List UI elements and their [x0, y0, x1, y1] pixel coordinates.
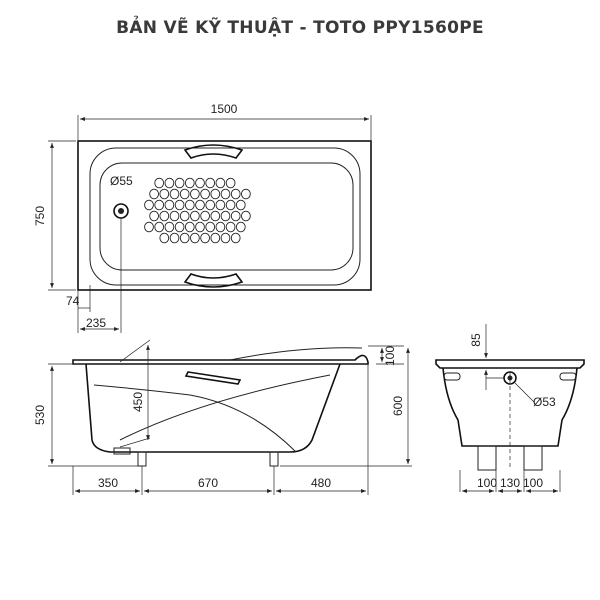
page-title: BẢN VẼ KỸ THUẬT - TOTO PPY1560PE: [116, 18, 484, 38]
end-foot-left: [477, 445, 497, 471]
anti-slip-dot: [210, 210, 221, 222]
drain-inner: [118, 208, 124, 214]
dim-rim-to-drain-label: 85: [469, 333, 483, 347]
anti-slip-dot: [144, 221, 154, 233]
anti-slip-dot: [205, 199, 216, 211]
anti-slip-dot: [225, 177, 236, 189]
anti-slip-dot: [179, 188, 190, 200]
anti-slip-dot: [200, 232, 210, 244]
anti-slip-dot: [220, 210, 231, 222]
anti-slip-dot: [215, 177, 226, 189]
end-view: 85 Ø53 100 130 100: [435, 324, 585, 493]
dim-foot-left-label: 100: [477, 476, 497, 490]
anti-slip-dot: [159, 232, 170, 244]
tub-basin: [99, 162, 354, 271]
drain-outlet: [113, 447, 131, 455]
dim-length-label: 1500: [211, 102, 238, 116]
anti-slip-dot: [205, 221, 216, 233]
anti-slip-dot: [174, 177, 185, 189]
dim-foot-mid-label: 130: [500, 476, 520, 490]
anti-slip-dot: [241, 210, 251, 222]
anti-slip-dot: [225, 199, 236, 211]
anti-slip-dot: [169, 188, 180, 200]
anti-slip-dot: [190, 232, 200, 244]
anti-slip-dot: [210, 232, 221, 244]
dim-height-total-label: 530: [33, 405, 47, 425]
anti-slip-dot: [154, 199, 165, 211]
anti-slip-dot: [169, 232, 180, 244]
anti-slip-dot: [154, 177, 165, 189]
anti-slip-dot: [205, 177, 216, 189]
anti-slip-dot: [241, 188, 251, 200]
anti-slip-dot: [215, 221, 226, 233]
dim-offset-drain-label: 235: [86, 316, 106, 330]
dim-offset-small-label: 74: [66, 294, 80, 308]
dim-width-label: 750: [33, 206, 47, 226]
anti-slip-dot: [235, 221, 246, 233]
anti-slip-dot: [179, 232, 190, 244]
anti-slip-dot: [179, 210, 190, 222]
side-rim: [72, 354, 369, 365]
anti-slip-dot: [159, 210, 170, 222]
dim-overall-height-label: 600: [391, 396, 405, 416]
end-foot-right: [523, 445, 543, 471]
foot-2: [269, 451, 279, 467]
anti-slip-dot: [225, 221, 236, 233]
outlet-diameter-label: Ø53: [533, 395, 556, 409]
anti-slip-dot: [235, 199, 246, 211]
foot-1: [137, 451, 147, 467]
anti-slip-dot: [230, 210, 241, 222]
handle-top: [183, 144, 244, 159]
tub-outer-rim: [77, 140, 372, 291]
top-view: Ø55 1500 750 74 235: [33, 102, 372, 333]
anti-slip-dot: [190, 188, 200, 200]
anti-slip-dot: [154, 221, 165, 233]
anti-slip-dots: [144, 177, 251, 244]
anti-slip-dot: [164, 177, 175, 189]
anti-slip-dot: [230, 188, 241, 200]
anti-slip-dot: [195, 221, 205, 233]
anti-slip-dot: [230, 232, 241, 244]
anti-slip-dot: [210, 188, 221, 200]
anti-slip-dot: [220, 188, 231, 200]
side-view: 530 450 100 600 350 670 480: [33, 339, 412, 495]
dim-seg-mid-label: 670: [198, 476, 218, 490]
anti-slip-dot: [149, 188, 159, 200]
side-handle-slot: [184, 371, 242, 385]
anti-slip-dot: [164, 199, 175, 211]
dim-rim-height-label: 100: [383, 346, 397, 366]
anti-slip-dot: [220, 232, 231, 244]
anti-slip-dot: [200, 210, 210, 222]
anti-slip-dot: [184, 177, 195, 189]
anti-slip-dot: [184, 221, 195, 233]
anti-slip-dot: [200, 188, 210, 200]
dim-drain-height-label: 450: [131, 392, 145, 412]
anti-slip-dot: [169, 210, 180, 222]
anti-slip-dot: [174, 221, 185, 233]
anti-slip-dot: [174, 199, 185, 211]
anti-slip-dot: [149, 210, 159, 222]
anti-slip-dot: [184, 199, 195, 211]
side-body: [85, 363, 341, 453]
anti-slip-dot: [195, 177, 205, 189]
anti-slip-dot: [159, 188, 170, 200]
tub-inner-outline: [89, 147, 361, 286]
anti-slip-dot: [195, 199, 205, 211]
anti-slip-dot: [215, 199, 226, 211]
end-rim: [435, 359, 585, 369]
drain-diameter-label: Ø55: [110, 174, 133, 188]
dim-seg-right-label: 480: [311, 476, 331, 490]
dim-foot-right-label: 100: [523, 476, 543, 490]
anti-slip-dot: [164, 221, 175, 233]
dim-seg-left-label: 350: [98, 476, 118, 490]
anti-slip-dot: [190, 210, 200, 222]
handle-bottom: [183, 273, 244, 288]
anti-slip-dot: [144, 199, 154, 211]
